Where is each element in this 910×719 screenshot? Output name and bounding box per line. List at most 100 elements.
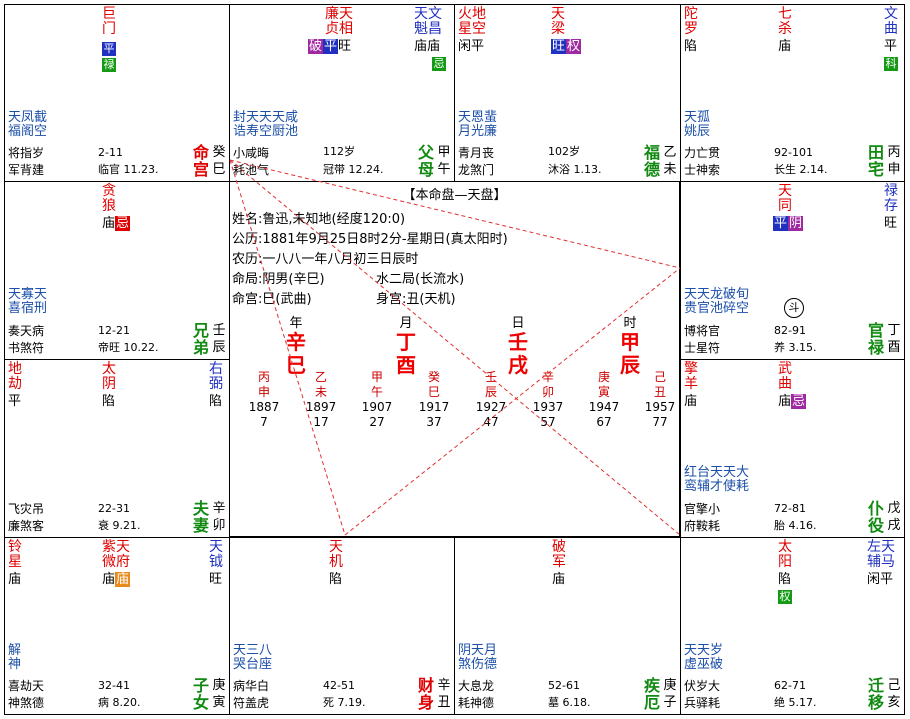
dayun-stem: 乙 (314, 370, 327, 384)
dayun-stem: 壬 (484, 370, 497, 384)
ganzhi: 辛丑 (437, 678, 451, 710)
spirit-row-1: 病华白 (233, 679, 270, 693)
minor-stars-1: 红台天天大 (684, 465, 750, 480)
decade-range: 2-11 (98, 146, 123, 159)
decade-range: 62-71 (774, 679, 806, 692)
life-stage: 死 7.19. (323, 696, 366, 709)
ganzhi: 甲午 (437, 145, 451, 177)
hua-quan-badge: 阴 (788, 216, 804, 231)
hua-ji-badge: 忌 (791, 394, 807, 409)
spirit-row-2: 府鞍耗 (684, 519, 721, 533)
star-wenqu-kui: 天文魁昌 (414, 6, 442, 37)
decade-range: 22-31 (98, 502, 130, 515)
life-stage: 墓 6.18. (548, 696, 591, 709)
brightness-row: 破平旺 (308, 39, 352, 54)
minor-stars-1: 天三八 (233, 643, 273, 658)
brightness-label: 陷 (778, 572, 792, 587)
hua-ji-badge: 破 (308, 39, 324, 54)
minor-stars-1: 天恩蜚 (458, 110, 498, 125)
dayun-year: 1887 (248, 400, 280, 414)
ganzhi: 辛卯 (212, 501, 226, 533)
palace-name: 福德 (643, 143, 660, 179)
palace-name: 夫妻 (192, 499, 209, 535)
hua-ke-badge: 科 (884, 57, 898, 71)
spirit-row-1: 飞灾吊 (8, 502, 45, 516)
ganzhi: 庚寅 (212, 678, 226, 710)
ganzhi: 癸巳 (212, 145, 226, 177)
star-lucun: 禄存 (884, 183, 898, 214)
minor-stars-1: 天天岁 (684, 643, 724, 658)
brightness-badge: 平 (773, 216, 789, 231)
brightness-label: 平 (884, 39, 898, 54)
spirit-row-1: 伏岁大 (684, 679, 721, 693)
dipper-icon: 斗 (784, 298, 804, 318)
brightness-badges: 平阴 (773, 215, 804, 232)
life-stage: 临官 11.23. (98, 163, 159, 176)
dayun-year: 1897 (305, 400, 337, 414)
ganzhi: 壬辰 (212, 323, 226, 355)
dayun-column: 甲 午 1907 27 (357, 370, 397, 430)
dayun-age: 47 (483, 415, 499, 429)
dayun-column: 己 丑 1957 77 (640, 370, 680, 430)
dayun-year: 1907 (361, 400, 393, 414)
palace-mao: 地劫 平 太阴 陷 右弼 陷 飞灾吊 廉煞客 22-31 衰 9.21. 夫妻 … (4, 359, 230, 538)
brightness-label: 庙 (684, 394, 698, 409)
spirit-row-1: 力亡贯 (684, 146, 721, 160)
star-tiantong: 天同 (778, 183, 792, 214)
spirit-row-1: 小咸晦 (233, 146, 270, 160)
dayun-branch: 申 (257, 385, 270, 399)
dayun-year: 1947 (588, 400, 620, 414)
pillar-day: 日 壬 戌 (498, 312, 538, 377)
spirit-row-2: 士星符 (684, 341, 721, 355)
dayun-column: 庚 寅 1947 67 (584, 370, 624, 430)
brightness-row-2: 庙庙 (414, 39, 441, 54)
dayun-year: 1927 (475, 400, 507, 414)
spirit-row-2: 士神索 (684, 163, 721, 177)
minor-stars-2: 喜宿刑 (8, 301, 48, 316)
dayun-branch: 辰 (484, 385, 497, 399)
life-stage: 长生 2.14. (774, 163, 828, 176)
minor-stars-2: 神 (8, 657, 22, 672)
pillar-year: 年 辛 巳 (276, 312, 316, 377)
palace-name: 官禄 (867, 321, 884, 357)
brightness-badge: 平 (323, 39, 339, 54)
dayun-age: 67 (596, 415, 612, 429)
star-pojun: 破军 (552, 539, 566, 570)
pillar-hour: 时 甲 辰 (610, 312, 650, 377)
decade-range: 32-41 (98, 679, 130, 692)
dayun-branch: 丑 (653, 385, 666, 399)
brightness-row: 庙庙 (102, 572, 131, 587)
shen-gong: 身宫:丑(天机) (376, 292, 456, 307)
spirit-row-2: 耗池气 (233, 163, 270, 177)
palace-hai: 太阳 陷 权 左天辅马 闲平 天天岁 虚巫破 伏岁大 兵驿耗 62-71 绝 5… (680, 537, 905, 715)
dayun-stem: 辛 (541, 370, 554, 384)
palace-zi: 破军 庙 阴天月 煞伤德 大息龙 耗神德 52-61 墓 6.18. 疾厄 庚子 (454, 537, 681, 715)
star-taiyin: 太阴 (102, 361, 116, 392)
brightness-label: 陷 (102, 394, 116, 409)
dayun-age: 57 (540, 415, 556, 429)
star-tanlang: 贪狼 (102, 183, 116, 214)
decade-range: 72-81 (774, 502, 806, 515)
star-lingxing: 铃星 (8, 539, 22, 570)
minor-stars-2: 哭台座 (233, 657, 273, 672)
ganzhi: 丁酉 (887, 323, 901, 355)
life-stage: 冠带 12.24. (323, 163, 384, 176)
pillar-label: 年 (289, 316, 303, 331)
pillar-label: 月 (399, 316, 413, 331)
life-stage: 胎 4.16. (774, 519, 817, 532)
spirit-row-2: 龙煞门 (458, 163, 495, 177)
decade-range: 12-21 (98, 324, 130, 337)
spirit-row-1: 官擎小 (684, 502, 721, 516)
star-qingyang: 擎羊 (684, 361, 698, 392)
minor-stars-1: 解 (8, 643, 22, 658)
palace-si: 巨门 平 禄 天凤截 福阁空 将指岁 军背建 2-11 临官 11.23. 命宫… (4, 4, 230, 182)
dayun-age: 17 (313, 415, 329, 429)
brightness-label: 陷 (209, 394, 223, 409)
star-wenqu: 文曲 (884, 6, 898, 37)
star-taiyang: 太阳 (778, 539, 792, 570)
ganzhi: 戊戌 (887, 501, 901, 533)
hua-ji-badge: 忌 (115, 216, 131, 231)
ming-ju: 命局:阴男(辛巳) (232, 272, 325, 287)
star-youbi: 右弼 (209, 361, 223, 392)
age-label: 112岁 (323, 145, 355, 158)
